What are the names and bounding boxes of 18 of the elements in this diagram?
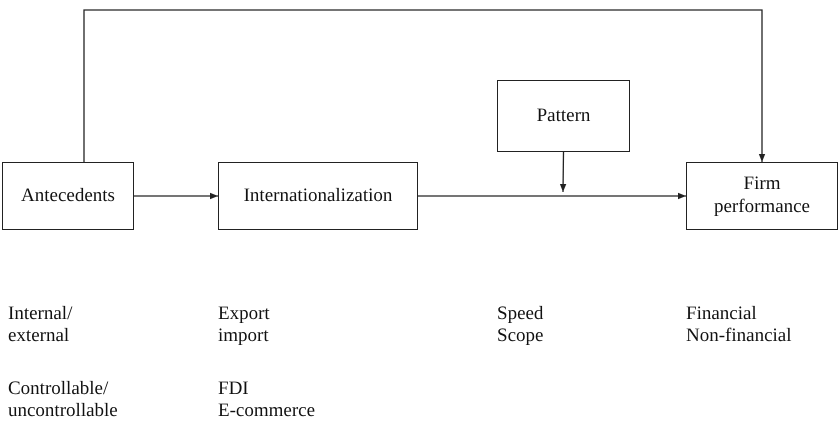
category-label: Export xyxy=(218,303,270,325)
category-label: Speed xyxy=(497,303,544,325)
concept-box: Internationalization xyxy=(218,162,418,230)
category-label: FDI xyxy=(218,378,249,400)
concept-box: Firm performance xyxy=(686,162,838,230)
category-label: import xyxy=(218,325,269,347)
arrow xyxy=(134,192,218,200)
arrow xyxy=(560,152,566,192)
category-label: Scope xyxy=(497,325,544,347)
arrow xyxy=(418,192,686,200)
concept-box: Antecedents xyxy=(2,162,134,230)
category-label: Financial xyxy=(686,303,757,325)
category-label: Controllable/ uncontrollable xyxy=(8,378,119,422)
category-label: Internal/ external xyxy=(8,303,74,347)
arrow xyxy=(83,9,766,162)
concept-box: Pattern xyxy=(497,80,630,152)
category-label: Non-financial xyxy=(686,325,792,347)
category-label: E-commerce xyxy=(218,400,316,422)
